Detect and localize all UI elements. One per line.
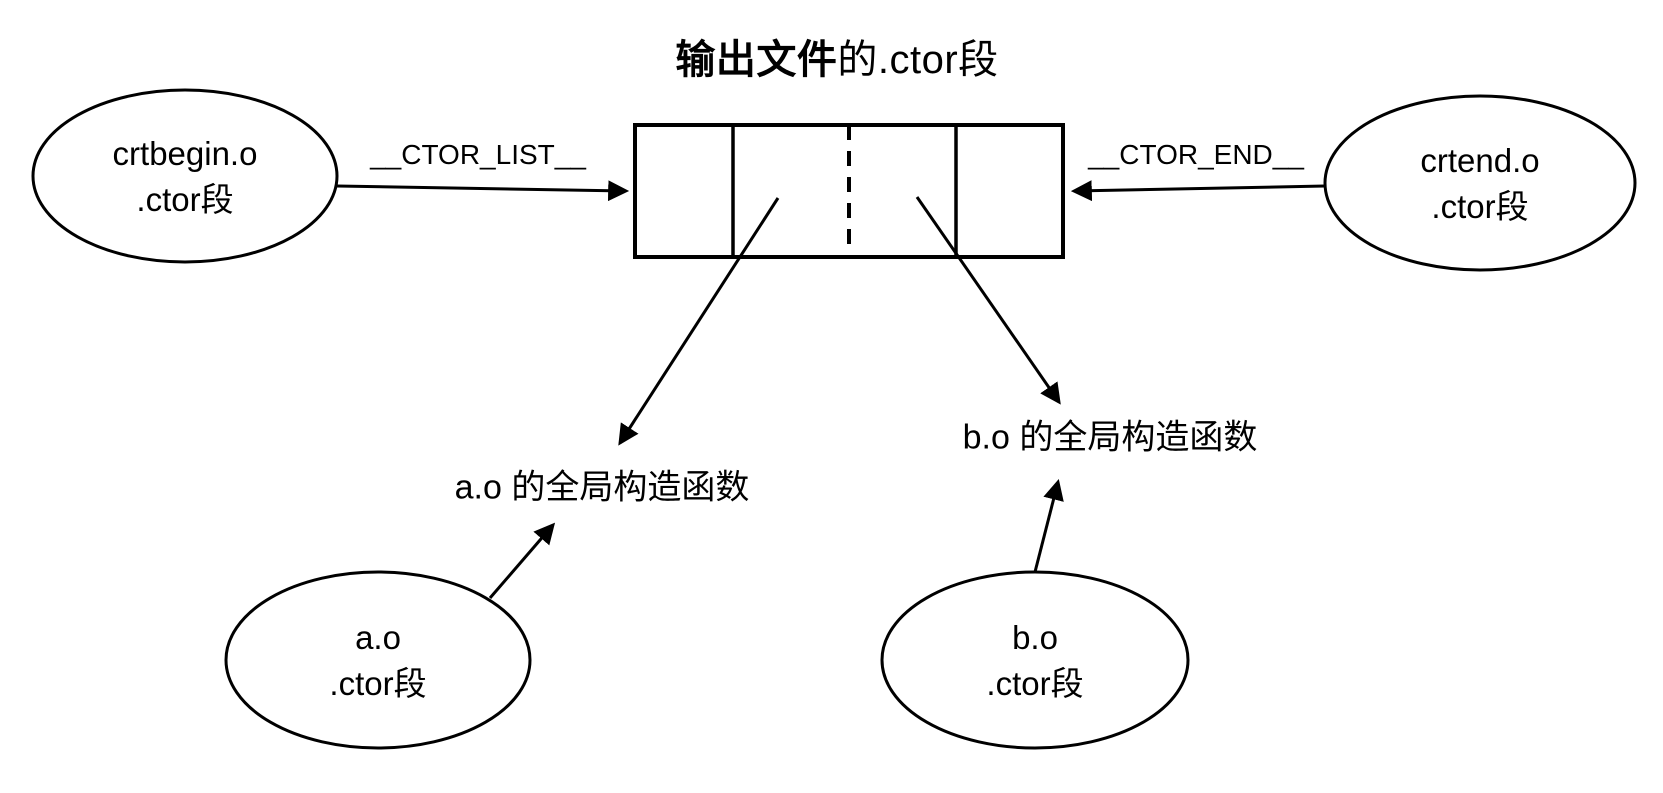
bo-ellipse-to-func-arrow [1033, 478, 1064, 573]
rect-to-bo-func-arrow [915, 196, 1061, 405]
ao-ellipse [224, 570, 532, 750]
ao-label-line2: .ctor段 [329, 665, 427, 702]
crtend-label-line2: .ctor段 [1431, 188, 1529, 225]
crtend-label-line1: crtend.o [1420, 142, 1540, 179]
crtbegin-label-line1: crtbegin.o [112, 135, 258, 172]
ctor-list-label: __CTOR_LIST__ [370, 139, 586, 170]
crtbegin-ellipse [31, 88, 339, 264]
crtbegin-label-line2: .ctor段 [136, 181, 234, 218]
ao-func-label: a.o 的全局构造函数 [454, 468, 750, 507]
ctor-end-arrow [1070, 180, 1326, 202]
ao-label: a.o .ctor段 [329, 615, 426, 707]
crtend-ellipse [1323, 94, 1637, 272]
crtbegin-label: crtbegin.o .ctor段 [113, 131, 258, 223]
bo-label: b.o .ctor段 [986, 615, 1083, 707]
diagram-title-bold: 输出文件 [675, 38, 838, 82]
ao-ellipse-to-func-arrow [488, 522, 556, 599]
diagram-title-rest: 的.ctor段 [837, 38, 999, 82]
ctor-list-arrow [336, 180, 630, 202]
crtend-label: crtend.o .ctor段 [1420, 138, 1539, 230]
bo-label-line2: .ctor段 [986, 665, 1084, 702]
ctor-end-label: __CTOR_END__ [1088, 139, 1304, 170]
bo-label-line1: b.o [1012, 619, 1058, 656]
bo-func-label: b.o 的全局构造函数 [962, 418, 1258, 457]
diagram-title: 输出文件的.ctor段 [675, 27, 998, 85]
rect-to-ao-func-arrow [618, 197, 780, 446]
ao-label-line1: a.o [355, 619, 401, 656]
